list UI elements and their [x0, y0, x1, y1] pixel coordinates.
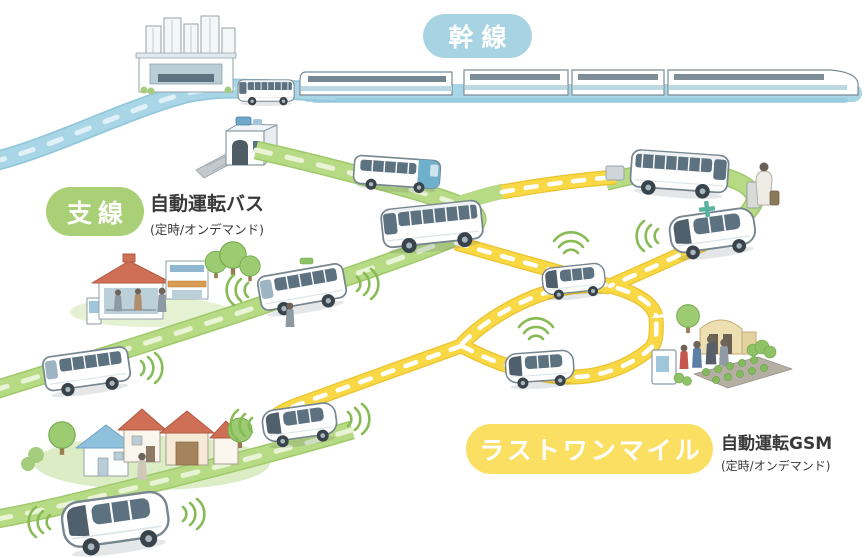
main-line-badge-label: 幹線: [448, 23, 515, 52]
branch-line-title: 自動運転バス: [150, 193, 265, 215]
waiting-passenger: [113, 289, 123, 312]
main-line-badge: 幹線: [423, 14, 532, 58]
bus-shelter-area: [86, 241, 261, 325]
last-mile-badge-label: ラストワンマイル: [479, 436, 703, 465]
pedestrian: [157, 287, 167, 312]
station-building: [135, 15, 237, 95]
branch-bus-upper-right: [605, 148, 731, 203]
resident: [137, 452, 147, 480]
shelter-roof: [91, 260, 173, 284]
branch-line-badge: 支線: [46, 187, 144, 236]
tree: [676, 304, 700, 334]
waiting-passenger: [133, 288, 143, 311]
branch-bus-lower-left: [41, 345, 164, 402]
pedestrian: [285, 302, 295, 327]
farmer: [679, 344, 689, 369]
signal-waves-icon: [181, 497, 206, 531]
signal-waves-icon: [139, 351, 164, 385]
signal-waves-icon: [225, 273, 250, 307]
farmer: [705, 335, 717, 365]
signal-waves-icon: [552, 231, 590, 255]
branch-line-subtitle: (定時/オンデマンド): [150, 222, 264, 237]
depot-building: [195, 116, 278, 179]
luggage-cart: [605, 165, 625, 181]
medical-cross-icon: [698, 200, 716, 218]
trunk-train: [299, 69, 859, 96]
farmer: [719, 338, 729, 366]
loop-shuttle-lower: [503, 317, 576, 392]
roof-sensor: [299, 257, 314, 265]
farmer: [692, 340, 702, 368]
last-mile-badge: ラストワンマイル: [466, 424, 713, 474]
blue-feeder-bus: [352, 154, 442, 194]
last-mile-title: 自動運転GSM: [721, 434, 833, 454]
passenger-with-luggage: [746, 162, 780, 209]
station-feeder-bus: [237, 79, 295, 107]
branch-line-annotation: 自動運転バス (定時/オンデマンド): [150, 189, 264, 238]
branch-minibus: [225, 257, 380, 321]
railway-shadow: [312, 98, 848, 103]
tree: [239, 255, 261, 282]
last-mile-van-right: [635, 200, 760, 265]
signal-waves-icon: [635, 219, 660, 253]
branch-road-bottom-dashes: [0, 427, 355, 522]
neighborhood: [21, 408, 253, 480]
branch-line-badge-label: 支線: [66, 198, 129, 228]
trunk-route: [0, 78, 862, 171]
loop-shuttle-upper: [540, 231, 608, 304]
farm-area: [651, 304, 793, 389]
signal-waves-icon: [517, 317, 555, 341]
vehicles: [27, 148, 760, 558]
last-mile-annotation: 自動運転GSM (定時/オンデマンド): [721, 429, 832, 474]
last-mile-subtitle: (定時/オンデマンド): [721, 459, 831, 473]
